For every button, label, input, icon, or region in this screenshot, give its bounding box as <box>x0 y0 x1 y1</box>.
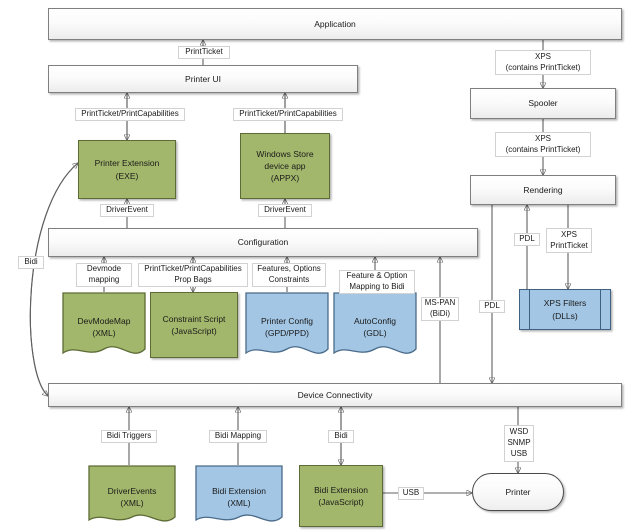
node-printer-extension-label: Printer Extension (EXE) <box>94 158 160 181</box>
node-printer[interactable]: Printer <box>472 473 564 511</box>
autoconfig-shape <box>333 292 417 355</box>
edge-label-ms-pan-bidi: MS-PAN (BiDi) <box>421 297 459 321</box>
node-constraint-script-label: Constraint Script (JavaScript) <box>162 313 226 336</box>
node-printer-label: Printer <box>505 486 531 497</box>
node-autoconfig-label: AutoConfig (GDL) <box>353 315 397 338</box>
node-printer-ui-label: Printer UI <box>185 73 221 84</box>
devmodemap-shape <box>62 292 146 355</box>
edge-label-driverevent-right: DriverEvent <box>258 204 312 217</box>
node-printer-config[interactable]: Printer Config (GPD/PPD) <box>245 292 329 362</box>
node-bidi-extension-javascript[interactable]: Bidi Extension (JavaScript) <box>299 465 383 527</box>
node-driverevents[interactable]: DriverEvents (XML) <box>88 465 176 529</box>
edge-label-pdl-right: PDL <box>479 300 505 313</box>
edge-label-devmode-mapping: Devmode mapping <box>76 263 132 287</box>
node-spooler-label: Spooler <box>528 98 558 109</box>
node-application[interactable]: Application <box>48 8 622 40</box>
edge-label-xps-contains-printticket-1: XPS (contains PrintTicket) <box>495 50 591 75</box>
node-xps-filters-label: XPS Filters (DLLs) <box>543 298 587 321</box>
node-rendering[interactable]: Rendering <box>470 175 616 205</box>
node-device-connectivity-label: Device Connectivity <box>297 389 373 400</box>
node-configuration[interactable]: Configuration <box>48 228 478 257</box>
node-devmodemap-label: DevModeMap (XML) <box>77 315 131 338</box>
driverevents-shape <box>88 465 176 522</box>
node-windows-store-device-app[interactable]: Windows Store device app (APPX) <box>240 133 330 199</box>
edge-label-xps-printticket: XPS PrintTicket <box>546 228 592 253</box>
edge-label-bidi-mapping: Bidi Mapping <box>209 430 267 443</box>
edge-label-usb: USB <box>398 487 424 500</box>
node-spooler[interactable]: Spooler <box>470 88 616 119</box>
node-xps-filters[interactable]: XPS Filters (DLLs) <box>519 289 611 330</box>
node-constraint-script[interactable]: Constraint Script (JavaScript) <box>150 292 238 358</box>
node-rendering-label: Rendering <box>523 184 563 195</box>
edge-label-pdl-to-rendering: PDL <box>514 233 540 246</box>
edge-label-features-options-constraints: Features, Options Constraints <box>252 263 326 287</box>
edge-label-driverevent-left: DriverEvent <box>100 204 154 217</box>
printer-config-shape <box>245 292 329 355</box>
node-bidi-extension-xml-label: Bidi Extension (XML) <box>212 485 266 508</box>
node-device-connectivity[interactable]: Device Connectivity <box>48 383 622 407</box>
node-printer-config-label: Printer Config (GPD/PPD) <box>261 315 313 338</box>
node-application-label: Application <box>314 18 356 29</box>
edge-label-bidi: Bidi <box>328 430 354 443</box>
edge-label-printticket-printcapabilities-right: PrintTicket/PrintCapabilities <box>233 108 343 121</box>
node-bidi-extension-xml[interactable]: Bidi Extension (XML) <box>195 465 283 529</box>
edge-label-printticket: PrintTicket <box>178 46 230 59</box>
node-printer-ui[interactable]: Printer UI <box>48 65 358 93</box>
node-devmodemap[interactable]: DevModeMap (XML) <box>62 292 146 362</box>
node-autoconfig[interactable]: AutoConfig (GDL) <box>333 292 417 362</box>
node-configuration-label: Configuration <box>237 237 289 248</box>
bidi-extension-xml-shape <box>195 465 283 522</box>
edge-label-printticket-propbags: PrintTicket/PrintCapabilities Prop Bags <box>138 263 248 287</box>
node-bidi-extension-javascript-label: Bidi Extension (JavaScript) <box>314 484 368 507</box>
node-printer-extension[interactable]: Printer Extension (EXE) <box>78 140 176 199</box>
edge-label-wsd-snmp-usb: WSD SNMP USB <box>504 425 534 462</box>
edge-label-printticket-printcapabilities-left: PrintTicket/PrintCapabilities <box>75 108 185 121</box>
node-driverevents-label: DriverEvents (XML) <box>107 485 157 508</box>
edge-label-feature-option-mapping-to-bidi: Feature & Option Mapping to Bidi <box>339 270 415 294</box>
edge-label-xps-contains-printticket-2: XPS (contains PrintTicket) <box>495 132 591 157</box>
node-windows-store-device-app-label: Windows Store device app (APPX) <box>256 148 314 184</box>
edge-label-bidi-triggers: Bidi Triggers <box>101 430 157 443</box>
edge-label-bidi-curve: Bidi <box>18 256 44 269</box>
